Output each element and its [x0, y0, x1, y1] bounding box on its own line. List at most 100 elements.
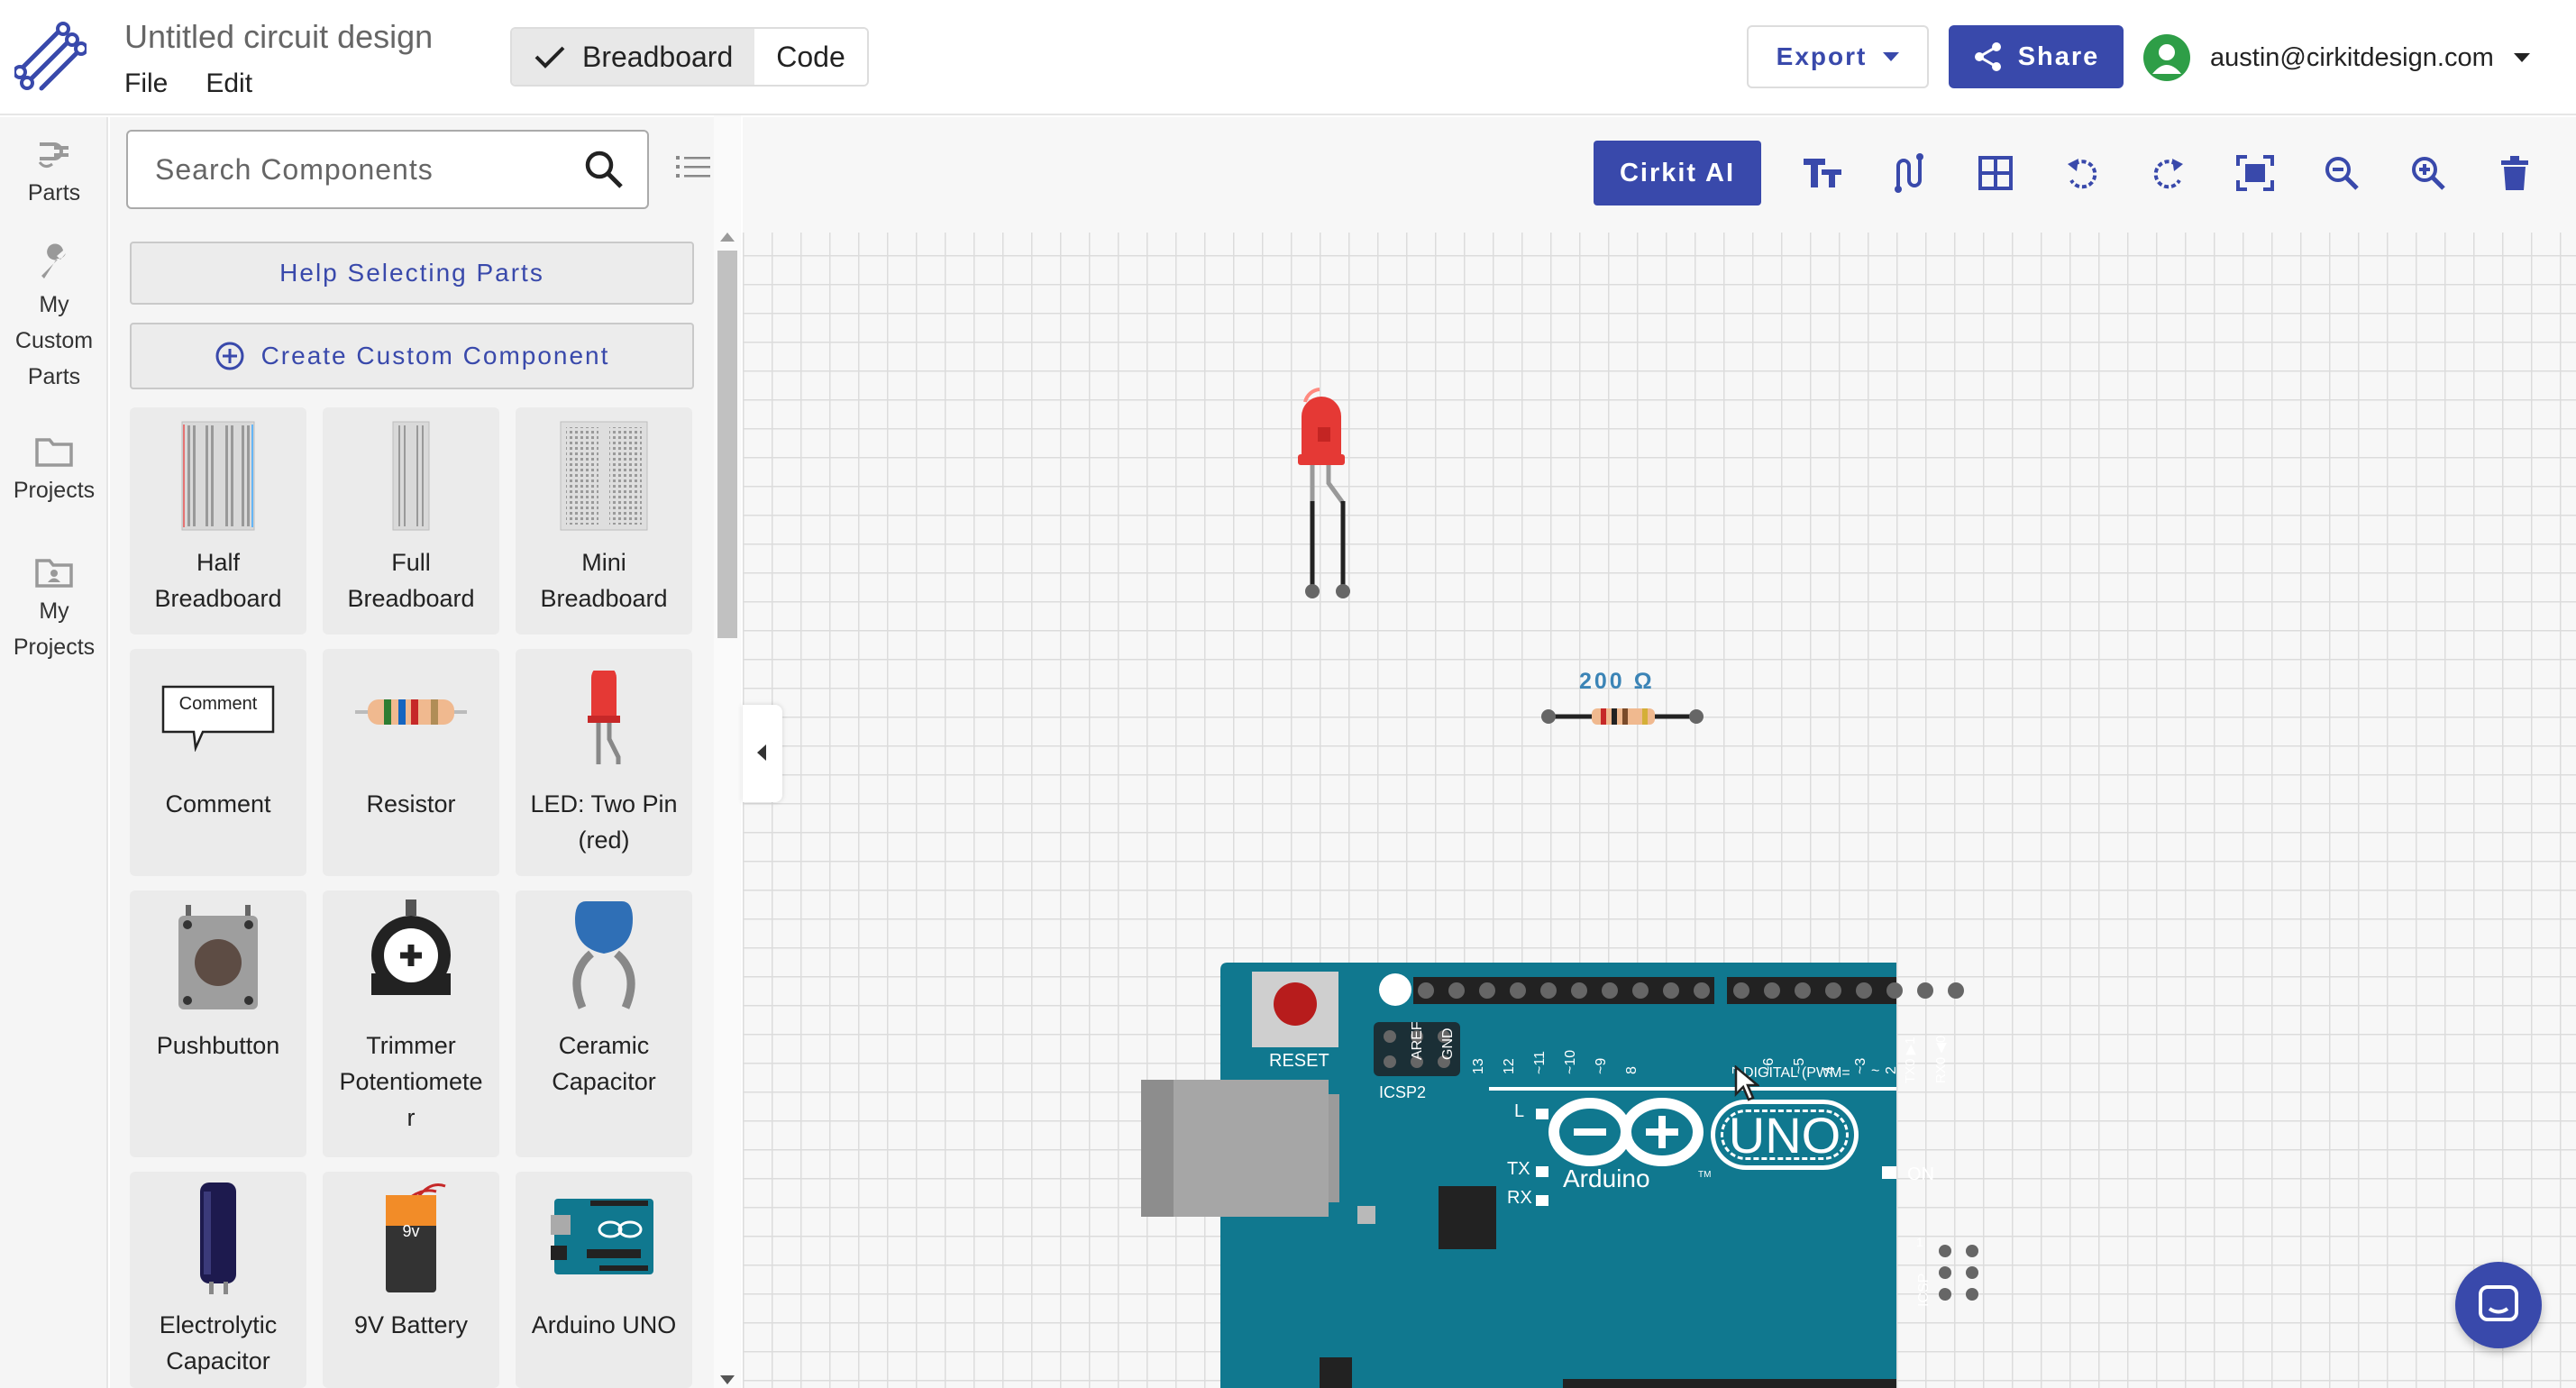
component-half-breadboard[interactable]: Half Breadboard [130, 407, 306, 635]
pin-label: 8 [1624, 1066, 1640, 1074]
nav-parts[interactable]: Parts [0, 132, 108, 211]
share-icon [1974, 42, 2001, 71]
arduino-uno-badge: UNO [1711, 1100, 1859, 1170]
component-arduino-uno[interactable]: Arduino UNO [516, 1172, 692, 1388]
battery-label-line: 9V Battery [353, 1311, 469, 1338]
search-input[interactable] [128, 132, 579, 207]
folder-user-icon [35, 559, 73, 588]
nav-parts-label: Parts [27, 180, 81, 205]
nav-projects[interactable]: Projects [0, 433, 108, 508]
main-menu: File Edit [124, 68, 252, 99]
list-view-icon[interactable] [676, 155, 710, 178]
grid-toggle-button[interactable] [1974, 151, 2017, 195]
nav-projects-label: Projects [13, 478, 96, 503]
led-label-line: LED: Two Pin [530, 790, 678, 817]
pushbutton-thumb [130, 903, 306, 1015]
code-mode-label: Code [776, 40, 845, 73]
pushbutton-label-line: Pushbutton [156, 1032, 280, 1059]
canvas-arduino-uno[interactable]: RESET ICSP2 AREF GND 13 12 ~11 ~10 ~9 8 … [1139, 961, 1978, 1388]
text-tool-button[interactable] [1801, 151, 1844, 195]
electrolytic-capacitor-label-line: Capacitor [166, 1347, 270, 1374]
component-comment[interactable]: Comment Comment [130, 649, 306, 876]
full-breadboard-label: Full Breadboard [326, 544, 496, 616]
zoom-out-button[interactable] [2320, 151, 2363, 195]
arduino-label: Arduino UNO [519, 1307, 689, 1343]
support-chat-button[interactable] [2455, 1262, 2542, 1348]
pin-label: TX0 ▶1 [1903, 1036, 1918, 1083]
code-mode-button[interactable]: Code [754, 29, 867, 85]
cirkit-logo[interactable] [14, 22, 87, 94]
parts-panel: Help Selecting Parts Create Custom Compo… [110, 117, 741, 1388]
scroll-up-arrow[interactable] [720, 233, 735, 242]
electrolytic-capacitor-thumb [130, 1183, 306, 1294]
trimmer-label-line: r [406, 1104, 416, 1131]
component-resistor[interactable]: Resistor [323, 649, 499, 876]
parts-scrollbar[interactable] [714, 115, 741, 1388]
zoom-out-icon [2325, 157, 2359, 190]
battery-label: 9V Battery [326, 1307, 496, 1343]
breadboard-mode-button[interactable]: Breadboard [512, 29, 755, 85]
file-menu[interactable]: File [124, 68, 169, 98]
help-selecting-parts-button[interactable]: Help Selecting Parts [130, 242, 694, 305]
rotate-left-button[interactable] [2060, 151, 2104, 195]
component-led-red[interactable]: LED: Two Pin (red) [516, 649, 692, 876]
component-electrolytic-capacitor[interactable]: Electrolytic Capacitor [130, 1172, 306, 1388]
rotate-left-icon [2068, 159, 2097, 189]
full-breadboard-thumb [323, 420, 499, 532]
arduino-label-line: Arduino UNO [531, 1311, 677, 1338]
trimmer-label-line: Potentiomete [339, 1068, 483, 1095]
top-header: Untitled circuit design File Edit Breadb… [0, 0, 2576, 115]
wire-tool-button[interactable] [1887, 151, 1931, 195]
component-pushbutton[interactable]: Pushbutton [130, 890, 306, 1157]
half-breadboard-label-line: Half [196, 549, 240, 576]
export-button[interactable]: Export [1747, 25, 1929, 88]
canvas-resistor[interactable] [1541, 703, 1704, 730]
led-thumb [516, 671, 692, 770]
pin-label: ~10 [1563, 1049, 1578, 1074]
delete-button[interactable] [2493, 151, 2536, 195]
full-breadboard-label-line: Full [391, 549, 431, 576]
pin-label: 12 [1502, 1058, 1517, 1074]
resistor-label: Resistor [326, 786, 496, 822]
battery-thumb-text: 9v [402, 1222, 420, 1240]
collapse-panel-button[interactable] [743, 705, 782, 802]
component-ceramic-capacitor[interactable]: Ceramic Capacitor [516, 890, 692, 1157]
create-custom-component-button[interactable]: Create Custom Component [130, 323, 694, 389]
mini-breadboard-label-line: Mini [581, 549, 626, 576]
search-icon[interactable] [582, 148, 626, 191]
nav-custom-parts[interactable]: My Custom Parts [0, 243, 108, 395]
edit-menu[interactable]: Edit [206, 68, 253, 98]
component-9v-battery[interactable]: 9v 9V Battery [323, 1172, 499, 1388]
scroll-down-arrow[interactable] [720, 1375, 735, 1384]
component-trimmer-potentiometer[interactable]: Trimmer Potentiomete r [323, 890, 499, 1157]
led-label-line: (red) [578, 826, 630, 854]
scroll-thumb[interactable] [717, 251, 737, 638]
component-full-breadboard[interactable]: Full Breadboard [323, 407, 499, 635]
rotate-right-button[interactable] [2147, 151, 2190, 195]
mouse-cursor-icon [1734, 1065, 1759, 1101]
canvas-led[interactable] [1291, 384, 1354, 600]
electrolytic-capacitor-label: Electrolytic Capacitor [133, 1307, 303, 1379]
trash-icon [2501, 156, 2528, 190]
electrolytic-capacitor-label-line: Electrolytic [159, 1311, 278, 1338]
arduino-thumb [516, 1195, 692, 1278]
mini-breadboard-label-line: Breadboard [540, 585, 668, 612]
avatar-icon [2143, 34, 2190, 81]
pin-label: RX0 ◀0 [1933, 1035, 1949, 1083]
wrench-icon [41, 243, 66, 279]
user-menu[interactable]: austin@cirkitdesign.com [2143, 32, 2530, 83]
breadboard-canvas[interactable]: 200 Ω [743, 117, 2576, 1388]
nav-my-projects[interactable]: My Projects [0, 553, 108, 665]
user-email: austin@cirkitdesign.com [2210, 42, 2494, 72]
zoom-in-button[interactable] [2407, 151, 2450, 195]
mini-breadboard-thumb [516, 420, 692, 532]
component-mini-breadboard[interactable]: Mini Breadboard [516, 407, 692, 635]
comment-thumb: Comment [130, 685, 306, 752]
arduino-aref-label: AREF [1410, 1021, 1425, 1060]
arduino-infinity-logo [1548, 1098, 1704, 1166]
arduino-tm-label: TM [1698, 1170, 1712, 1180]
fit-to-screen-button[interactable] [2233, 151, 2277, 195]
design-title[interactable]: Untitled circuit design [124, 18, 434, 55]
share-button[interactable]: Share [1949, 25, 2124, 88]
cirkit-ai-button[interactable]: Cirkit AI [1594, 141, 1761, 205]
